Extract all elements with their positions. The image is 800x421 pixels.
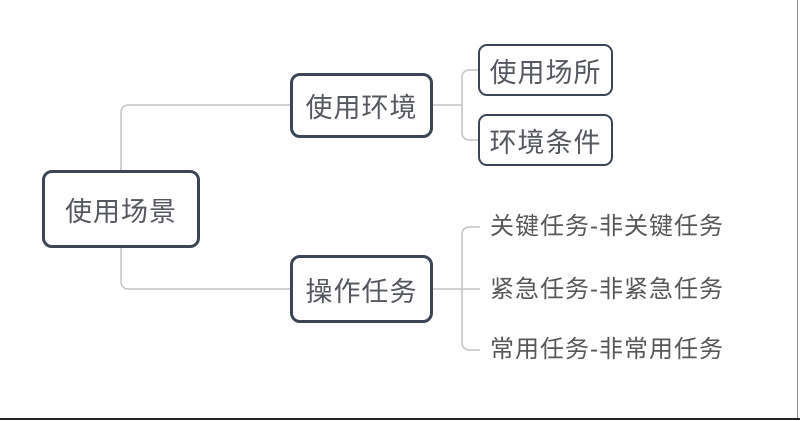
leaf-critical-tasks: 关键任务-非关键任务: [490, 213, 724, 240]
connector-tasks-children: [461, 226, 480, 351]
node-usage-scenario: 使用场景: [42, 170, 200, 248]
node-usage-scenario-label: 使用场景: [65, 196, 177, 227]
connector-root-to-environment: [120, 104, 290, 170]
node-environment-conditions-label: 环境条件: [489, 127, 602, 158]
connector-root-to-tasks: [120, 248, 290, 290]
canvas-right-border: [797, 0, 798, 418]
node-operation-tasks: 操作任务: [290, 255, 433, 323]
connector-environment-children: [461, 69, 478, 141]
node-operation-tasks-label: 操作任务: [305, 276, 418, 307]
node-usage-environment-label: 使用环境: [305, 93, 418, 123]
node-environment-conditions: 环境条件: [478, 114, 613, 166]
leaf-urgent-tasks: 紧急任务-非紧急任务: [490, 276, 724, 303]
canvas-bottom-border: [0, 418, 800, 420]
node-usage-location: 使用场所: [478, 44, 613, 96]
node-usage-environment: 使用环境: [290, 73, 433, 138]
leaf-common-tasks: 常用任务-非常用任务: [490, 336, 724, 363]
node-usage-location-label: 使用场所: [489, 57, 602, 88]
